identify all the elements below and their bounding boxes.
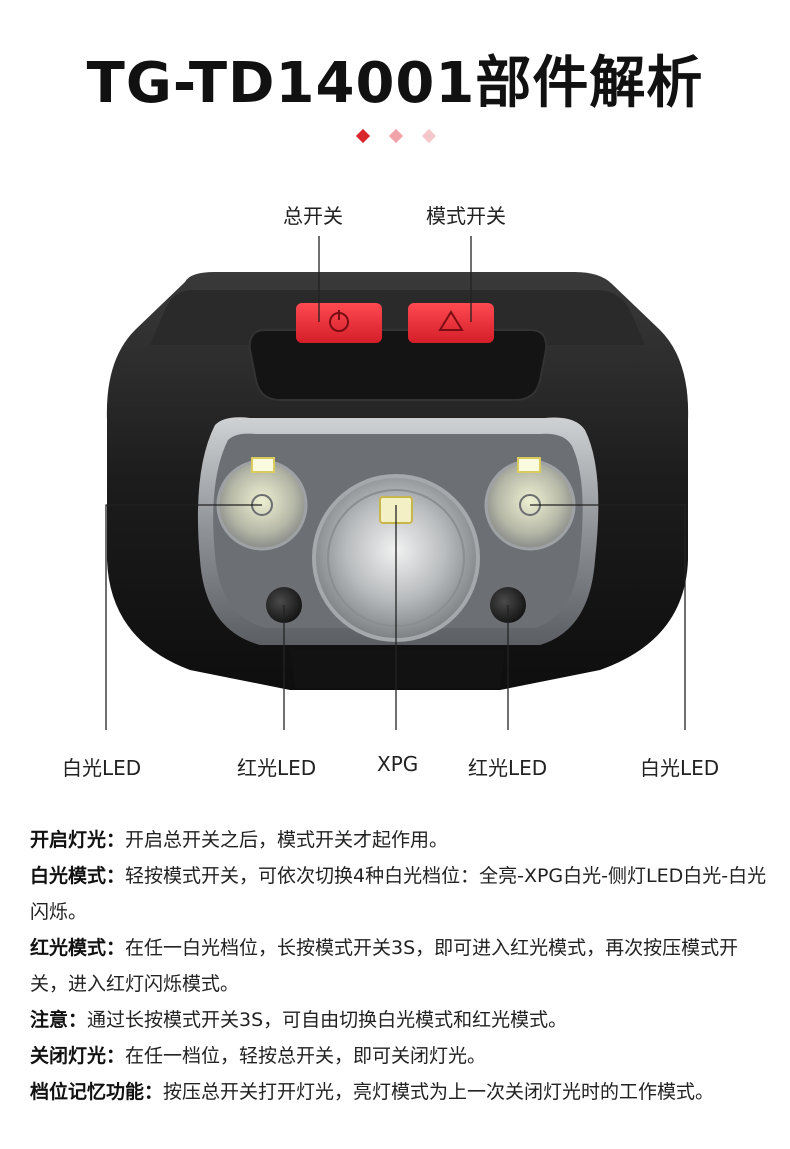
description-key: 注意： bbox=[30, 1009, 88, 1031]
callout-lines bbox=[105, 236, 686, 730]
label-red-led-left: 红光LED bbox=[237, 756, 317, 780]
main-switch-button bbox=[296, 303, 382, 343]
description-key: 档位记忆功能： bbox=[30, 1081, 164, 1103]
description-key: 白光模式： bbox=[30, 865, 126, 887]
label-red-led-right: 红光LED bbox=[468, 756, 548, 780]
description-paragraph: 注意：通过长按模式开关3S，可自由切换白光模式和红光模式。 bbox=[30, 1002, 770, 1038]
description-paragraph: 关闭灯光：在任一档位，轻按总开关，即可关闭灯光。 bbox=[30, 1038, 770, 1074]
description-paragraph: 白光模式：轻按模式开关，可依次切换4种白光档位：全亮-XPG白光-侧灯LED白光… bbox=[30, 858, 770, 930]
diamond-icon bbox=[388, 128, 404, 144]
button-housing bbox=[248, 329, 548, 401]
description-text: 轻按模式开关，可依次切换4种白光档位：全亮-XPG白光-侧灯LED白光-白光闪烁… bbox=[30, 865, 767, 923]
label-mode-switch: 模式开关 bbox=[426, 204, 506, 228]
description-paragraph: 开启灯光：开启总开关之后，模式开关才起作用。 bbox=[30, 822, 770, 858]
body-chin bbox=[290, 650, 505, 688]
description-key: 开启灯光： bbox=[30, 829, 126, 851]
description-text: 通过长按模式开关3S，可自由切换白光模式和红光模式。 bbox=[87, 1009, 568, 1031]
description-text: 按压总开关打开灯光，亮灯模式为上一次关闭灯光时的工作模式。 bbox=[163, 1081, 715, 1103]
label-white-led-left: 白光LED bbox=[62, 756, 142, 780]
diamond-icon bbox=[421, 128, 437, 144]
description-key: 关闭灯光： bbox=[30, 1045, 126, 1067]
description-text: 在任一档位，轻按总开关，即可关闭灯光。 bbox=[125, 1045, 487, 1067]
label-white-led-right: 白光LED bbox=[640, 756, 720, 780]
feature-description: 开启灯光：开启总开关之后，模式开关才起作用。 白光模式：轻按模式开关，可依次切换… bbox=[30, 822, 770, 1110]
diamond-icon bbox=[355, 128, 371, 144]
triangle-cycle-icon bbox=[438, 310, 464, 331]
label-main-switch: 总开关 bbox=[283, 204, 343, 228]
description-text: 在任一白光档位，长按模式开关3S，即可进入红光模式，再次按压模式开关，进入红灯闪… bbox=[30, 937, 739, 995]
description-key: 红光模式： bbox=[30, 937, 126, 959]
mode-switch-button bbox=[408, 303, 494, 343]
description-paragraph: 档位记忆功能：按压总开关打开灯光，亮灯模式为上一次关闭灯光时的工作模式。 bbox=[30, 1074, 770, 1110]
headlamp-illustration bbox=[105, 236, 689, 730]
description-paragraph: 红光模式：在任一白光档位，长按模式开关3S，即可进入红光模式，再次按压模式开关，… bbox=[30, 930, 770, 1002]
label-xpg: XPG bbox=[377, 752, 419, 776]
description-text: 开启总开关之后，模式开关才起作用。 bbox=[125, 829, 449, 851]
decorative-diamonds bbox=[355, 128, 445, 145]
page-title: TG-TD14001部件解析 bbox=[86, 51, 704, 116]
